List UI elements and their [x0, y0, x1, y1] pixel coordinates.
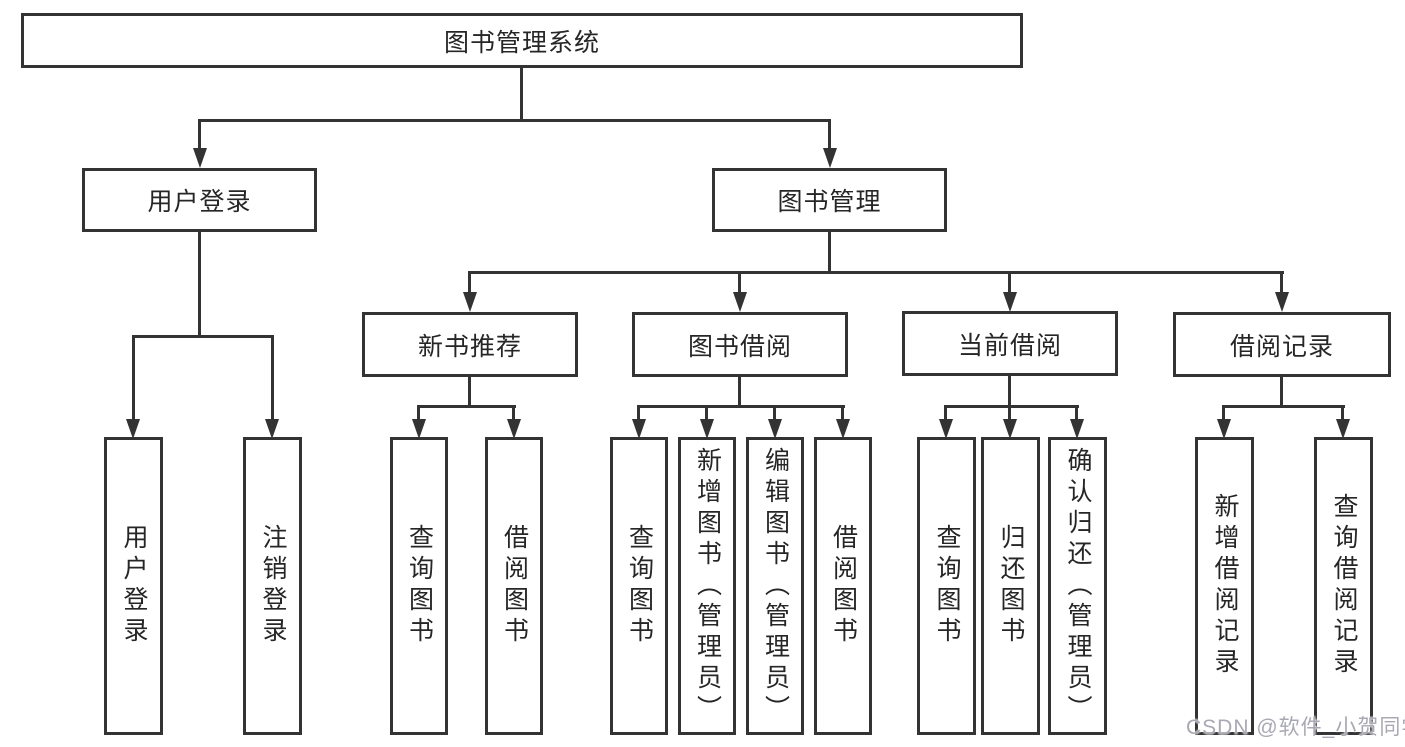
- connector: [468, 271, 1284, 274]
- leaf-add-borrow-record: 新增借阅记录: [1195, 437, 1254, 735]
- connector: [841, 405, 844, 421]
- connector: [1008, 405, 1011, 421]
- connector: [945, 405, 1079, 408]
- arrowhead-icon: [768, 419, 782, 439]
- connector: [1341, 405, 1344, 421]
- leaf-query-book-3: 查询图书: [917, 437, 976, 735]
- connector: [1280, 271, 1283, 294]
- leaf-logout: 注销登录: [243, 437, 302, 735]
- leaf-query-borrow-record: 查询借阅记录: [1314, 437, 1373, 735]
- leaf-user-login: 用户登录: [104, 437, 163, 735]
- leaf-borrow-book-2: 借阅图书: [814, 437, 872, 735]
- connector: [828, 119, 831, 150]
- connector: [773, 405, 776, 421]
- leaf-edit-book-admin: 编辑图书（管理员）: [746, 437, 804, 735]
- arrowhead-icon: [265, 419, 279, 439]
- connector: [271, 335, 274, 421]
- connector: [1075, 405, 1078, 421]
- node-user-login: 用户登录: [82, 168, 317, 232]
- leaf-query-book-1: 查询图书: [390, 437, 448, 735]
- arrowhead-icon: [1003, 419, 1017, 439]
- connector: [198, 232, 201, 335]
- connector: [512, 405, 515, 421]
- arrowhead-icon: [1275, 292, 1289, 312]
- arrowhead-icon: [126, 419, 140, 439]
- connector: [468, 377, 471, 405]
- leaf-confirm-return-admin: 确认归还（管理员）: [1048, 437, 1107, 735]
- connector: [1223, 405, 1345, 408]
- leaf-return-book: 归还图书: [981, 437, 1040, 735]
- connector: [468, 271, 471, 294]
- connector: [198, 119, 201, 150]
- arrowhead-icon: [1003, 292, 1017, 312]
- arrowhead-icon: [1070, 419, 1084, 439]
- arrowhead-icon: [1336, 419, 1350, 439]
- arrowhead-icon: [193, 148, 207, 168]
- connector: [198, 119, 831, 122]
- arrowhead-icon: [632, 419, 646, 439]
- leaf-add-book-admin: 新增图书（管理员）: [678, 437, 736, 735]
- connector: [1008, 271, 1011, 294]
- node-root-system: 图书管理系统: [21, 13, 1023, 68]
- connector: [828, 232, 831, 271]
- connector: [520, 68, 523, 119]
- connector: [738, 377, 741, 405]
- connector: [1222, 405, 1225, 421]
- arrowhead-icon: [507, 419, 521, 439]
- connector: [1280, 377, 1283, 405]
- connector: [738, 271, 741, 294]
- connector: [417, 405, 516, 408]
- node-book-management: 图书管理: [712, 168, 947, 232]
- arrowhead-icon: [1217, 419, 1231, 439]
- connector: [637, 405, 845, 408]
- leaf-query-book-2: 查询图书: [610, 437, 668, 735]
- connector: [132, 335, 135, 421]
- connector: [944, 405, 947, 421]
- arrowhead-icon: [463, 292, 477, 312]
- arrowhead-icon: [412, 419, 426, 439]
- arrowhead-icon: [939, 419, 953, 439]
- connector: [132, 335, 274, 338]
- node-borrow-records: 借阅记录: [1173, 312, 1391, 377]
- leaf-borrow-book-1: 借阅图书: [485, 437, 543, 735]
- watermark: CSDN @软件_小贺同学: [1186, 716, 1405, 739]
- connector: [1008, 376, 1011, 405]
- node-new-book-recommend: 新书推荐: [362, 312, 578, 377]
- connector: [417, 405, 420, 421]
- node-book-borrow: 图书借阅: [632, 312, 848, 377]
- connector: [705, 405, 708, 421]
- connector: [637, 405, 640, 421]
- arrowhead-icon: [733, 292, 747, 312]
- arrowhead-icon: [836, 419, 850, 439]
- arrowhead-icon: [823, 148, 837, 168]
- node-current-borrow: 当前借阅: [902, 311, 1118, 376]
- arrowhead-icon: [700, 419, 714, 439]
